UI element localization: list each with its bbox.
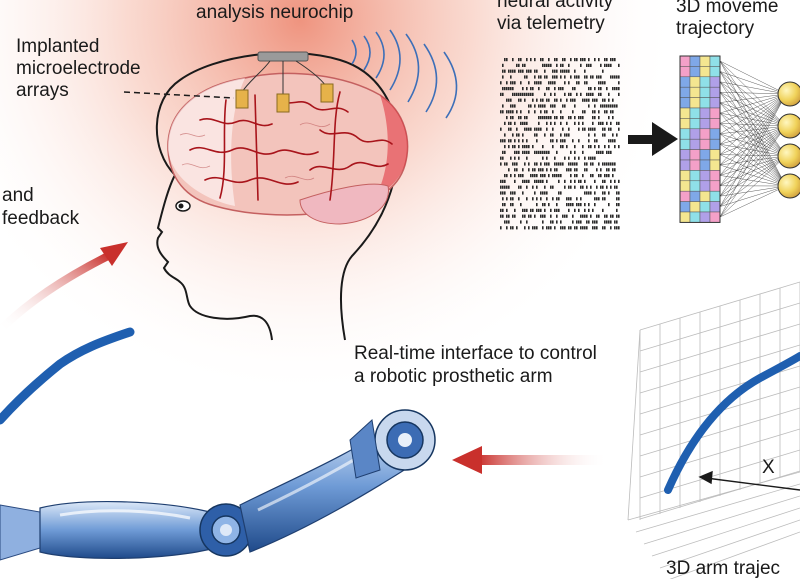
robotic-arm [0, 409, 436, 561]
network-node [777, 173, 800, 199]
brain-vessels [189, 91, 393, 201]
head-outline [155, 52, 400, 341]
neural-raster-plot [500, 58, 620, 230]
neurochip [235, 51, 334, 113]
label-prosthetic: a robotic prosthetic arm [354, 366, 553, 387]
brain [167, 72, 409, 225]
axis-x-label: X [762, 457, 775, 478]
label-interface: Real-time interface to control [354, 343, 597, 364]
face-profile [156, 174, 273, 341]
decoder-input-grid [679, 55, 721, 223]
network-node [777, 113, 800, 139]
control-arrow [478, 455, 608, 465]
network-node [777, 81, 800, 107]
label-trajectory: trajectory [676, 18, 755, 39]
neural-network-decoder [719, 60, 800, 218]
recorded-trajectory [0, 327, 135, 425]
label-arm-trajectory: 3D arm trajec [666, 558, 781, 579]
label-implanted: Implanted [16, 36, 100, 57]
arrow-right-icon [628, 122, 678, 156]
label-and: and [2, 185, 34, 206]
network-node [777, 143, 800, 169]
control-arrow-head [452, 446, 482, 474]
label-neural-activity: neural activity [497, 0, 614, 12]
telemetry-waves-icon [351, 29, 458, 119]
leader-line [123, 91, 235, 99]
feedback-arrow [0, 251, 114, 334]
decoded-trajectory [664, 352, 800, 494]
electrode-array [235, 89, 249, 109]
label-neurochip: analysis neurochip [196, 2, 354, 23]
electrode-array [276, 93, 290, 113]
3d-trajectory-plot [627, 281, 800, 579]
label-arrays: arrays [16, 80, 69, 101]
feedback-arrow-head [100, 242, 128, 266]
label-feedback: feedback [2, 208, 80, 229]
label-microelectrode: microelectrode [16, 58, 141, 79]
label-telemetry: via telemetry [497, 13, 605, 34]
electrode-array [320, 83, 334, 103]
label-3d-movement: 3D moveme [676, 0, 779, 17]
